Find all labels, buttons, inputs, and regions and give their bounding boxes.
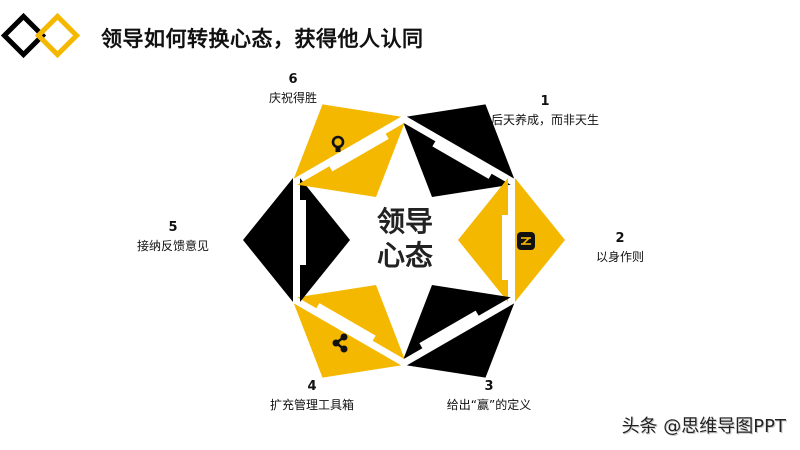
item-label-6: 6 庆祝得胜 xyxy=(268,72,317,105)
item-label-3: 3 给出“赢”的定义 xyxy=(446,379,532,412)
item-label-5: 5 接纳反馈意见 xyxy=(136,220,209,253)
page-title: 领导如何转换心态，获得他人认同 xyxy=(101,27,424,51)
item-label-2: 2 以身作则 xyxy=(595,231,644,264)
item-label-4: 4 扩充管理工具箱 xyxy=(269,379,354,412)
item-label-1: 1 后天养成，而非天生 xyxy=(490,94,599,127)
segment-5 xyxy=(243,178,350,302)
workflow-icon xyxy=(517,232,535,250)
logo-diamonds xyxy=(0,12,81,59)
watermark: 头条 @思维导图PPT xyxy=(621,416,786,437)
share-icon xyxy=(332,333,348,353)
center-title: 领导 心态 xyxy=(376,205,433,272)
lightbulb-icon xyxy=(331,135,345,152)
